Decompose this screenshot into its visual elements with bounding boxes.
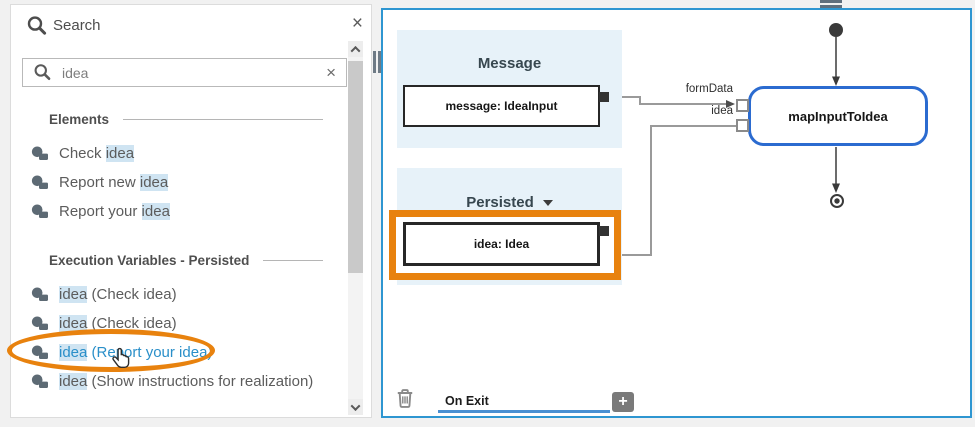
persisted-section-title: Persisted [466, 194, 534, 211]
end-node-dot [834, 198, 840, 204]
on-exit-tab[interactable]: On Exit [445, 394, 489, 408]
section-divider [263, 259, 323, 261]
search-result-item[interactable]: idea (Show instructions for realization) [11, 367, 323, 396]
add-button[interactable]: + [612, 392, 634, 412]
start-node[interactable] [829, 23, 843, 37]
scrollbar[interactable] [348, 41, 363, 415]
search-result-item[interactable]: idea (Check idea) [11, 280, 323, 309]
task-icon [31, 316, 48, 330]
resize-bar [378, 51, 381, 73]
section-header: Execution Variables - Persisted [49, 252, 250, 268]
map-input-to-idea-node[interactable]: mapInputToIdea [748, 86, 928, 146]
result-label: Report your idea [59, 203, 170, 220]
tab-underline [438, 410, 610, 413]
resize-bar [373, 51, 376, 73]
handle-bar [820, 5, 842, 8]
chevron-up-icon [350, 45, 361, 56]
scroll-thumb[interactable] [348, 61, 363, 273]
scroll-up-button[interactable] [348, 41, 363, 57]
diagram-connections [603, 23, 844, 259]
close-icon[interactable]: × [351, 13, 363, 34]
search-result-item[interactable]: Check idea [11, 139, 323, 168]
search-input-icon [33, 63, 52, 82]
search-result-item[interactable]: Report your idea [11, 197, 323, 226]
trash-icon[interactable] [396, 388, 414, 413]
search-icon [26, 15, 48, 42]
arrowhead-icon [832, 183, 840, 193]
result-label: Report new idea [59, 174, 169, 191]
idea-variable-box[interactable]: idea: Idea [403, 222, 600, 266]
idea-input-port[interactable] [736, 119, 749, 132]
idea-port-label: idea [711, 105, 733, 117]
task-icon [31, 374, 48, 388]
result-label: idea (Check idea) [59, 286, 177, 303]
search-panel-header: Search × [11, 13, 371, 43]
message-variable-box[interactable]: message: IdeaInput [403, 85, 600, 127]
section-header-row: Elements [11, 109, 323, 129]
search-input[interactable]: idea × [22, 58, 347, 87]
search-result-item[interactable]: idea (Check idea) [11, 309, 323, 338]
task-icon [31, 175, 48, 189]
chevron-down-icon [350, 400, 361, 411]
idea-variable-label: idea: Idea [473, 237, 530, 251]
formdata-input-port[interactable] [736, 99, 749, 112]
search-result-item[interactable]: idea (Report your idea) [11, 338, 323, 367]
result-label: idea (Report your idea) [59, 344, 213, 361]
diagram-panel: Message message: IdeaInput Persisted ide… [381, 0, 972, 418]
search-input-value: idea [62, 64, 89, 81]
task-icon [31, 287, 48, 301]
node-label: mapInputToIdea [788, 108, 888, 124]
message-section-title: Message [477, 55, 542, 72]
scroll-down-button[interactable] [348, 399, 363, 415]
panel-resize-handle[interactable] [373, 51, 381, 73]
panel-title: Search [53, 17, 101, 34]
task-icon [31, 146, 48, 160]
result-label: idea (Show instructions for realization) [59, 373, 314, 390]
section-divider [123, 118, 323, 120]
task-icon [31, 204, 48, 218]
section-header: Elements [49, 111, 110, 127]
task-icon [31, 345, 48, 359]
message-variable-label: message: IdeaInput [445, 99, 558, 113]
arrowhead-icon [726, 100, 735, 108]
persisted-section-header[interactable]: Persisted [397, 194, 622, 211]
result-label: idea (Check idea) [59, 315, 177, 332]
search-result-item[interactable]: Report new idea [11, 168, 323, 197]
section-header-row: Execution Variables - Persisted [11, 250, 323, 270]
connection-formdata[interactable] [610, 96, 726, 105]
chevron-down-icon [542, 199, 553, 206]
panel-collapse-handle[interactable] [820, 0, 842, 10]
arrowhead-icon [832, 76, 840, 86]
diagram-footer: On Exit + [383, 380, 970, 416]
result-label: Check idea [59, 145, 135, 162]
formdata-port-label: formData [685, 83, 733, 95]
connection-idea[interactable] [612, 125, 736, 256]
clear-search-icon[interactable]: × [326, 62, 336, 82]
message-output-port[interactable] [599, 92, 609, 102]
idea-output-port[interactable] [599, 226, 609, 236]
handle-bar [820, 0, 842, 3]
